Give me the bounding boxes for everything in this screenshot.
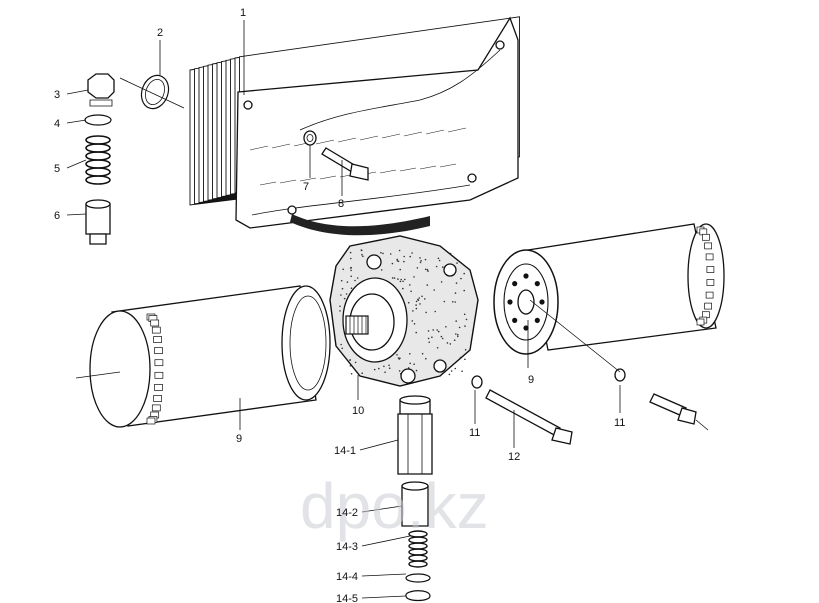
callout-5: 5 — [54, 163, 60, 175]
callout-8: 8 — [338, 198, 344, 210]
callout-9-left: 9 — [236, 433, 242, 445]
oil-cooler-part — [189, 16, 520, 236]
bypass-valve-stack — [397, 395, 433, 602]
callout-14-1: 14-1 — [334, 445, 356, 457]
callout-14-4: 14-4 — [336, 571, 358, 583]
callout-7: 7 — [303, 181, 309, 193]
callout-10: 10 — [352, 405, 364, 417]
callout-1: 1 — [240, 7, 246, 19]
filter-canister-left — [89, 285, 331, 428]
callout-4: 4 — [54, 118, 60, 130]
filter-head-part — [329, 235, 479, 387]
o-ring-part — [140, 74, 170, 110]
filter-canister-right — [493, 223, 725, 355]
callout-11-right: 11 — [614, 417, 625, 429]
callout-6: 6 — [54, 210, 60, 222]
callout-11-left: 11 — [469, 427, 480, 439]
watermark-text: dpo.kz — [300, 470, 489, 542]
valve-stack-parts — [84, 73, 115, 245]
callout-3: 3 — [54, 89, 60, 101]
callout-9-right: 9 — [528, 374, 534, 386]
callout-2: 2 — [157, 27, 163, 39]
bolt-part-8 — [303, 130, 369, 181]
callout-14-2: 14-2 — [336, 507, 358, 519]
callout-14-5: 14-5 — [336, 593, 358, 603]
callout-12: 12 — [508, 451, 520, 463]
callout-14-3: 14-3 — [336, 541, 358, 553]
leader-lines — [66, 20, 709, 599]
washer-and-bolt-parts — [471, 368, 697, 445]
